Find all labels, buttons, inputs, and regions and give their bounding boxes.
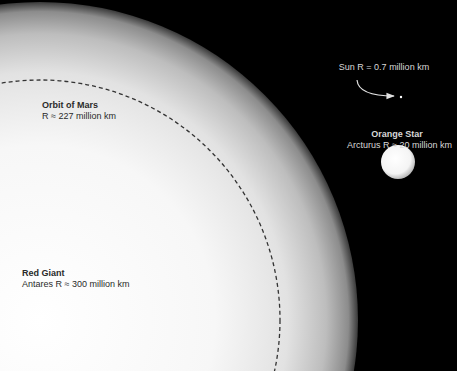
star-heading: Orange Star <box>371 129 423 140</box>
star-radius: Arcturus R ≈ 20 million km <box>347 140 452 151</box>
antares-disc <box>0 2 358 371</box>
giant-heading: Red Giant <box>22 268 65 279</box>
orbit-radius: R ≈ 227 million km <box>42 111 116 122</box>
sun-label: Sun R = 0.7 million km <box>339 62 429 73</box>
mars-orbit <box>0 80 280 371</box>
sun-pointer <box>357 80 394 96</box>
orbit-heading: Orbit of Mars <box>42 100 98 111</box>
giant-radius: Antares R ≈ 300 million km <box>22 279 129 290</box>
sun-dot <box>400 96 402 98</box>
arcturus-disc <box>381 145 415 179</box>
